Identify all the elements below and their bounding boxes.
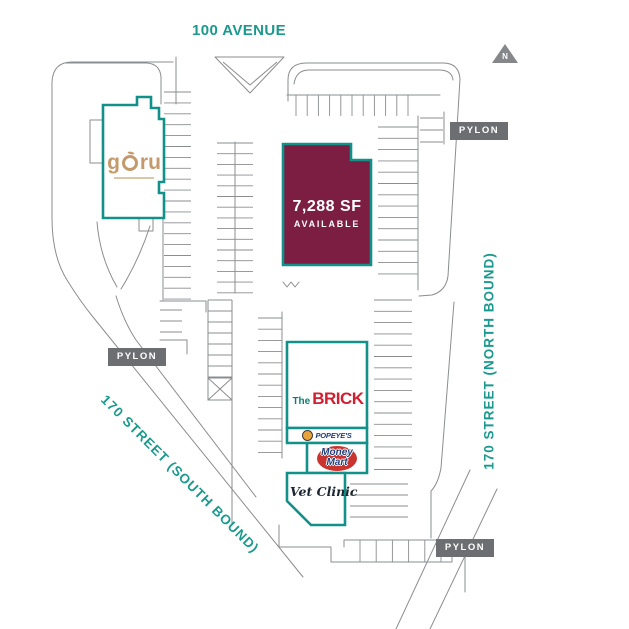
avenue-label: 100 AVENUE [191,22,287,39]
available-area: 7,288 SF [292,198,362,215]
brick-building [285,340,369,430]
available-unit-shape [281,142,373,267]
money-mart-line2: Mart [326,457,348,468]
money-mart-circle-icon [317,446,357,471]
guru-text-ru: ru [139,151,161,174]
pylon-sign-left: PYLON [108,348,166,366]
north-arrow-icon: N [492,44,518,64]
north-letter: N [502,52,508,61]
popeyes-character-icon [302,430,314,441]
guru-logo: g ru [104,149,164,179]
the-brick-logo: The BRICK [289,389,367,409]
parking-stall-lines [160,91,443,562]
median-triangle [214,56,285,94]
money-mart-logo: Money Mart [315,445,359,472]
pylon-sign-right: PYLON [450,122,508,140]
pylon-sign-bottom: PYLON [436,539,494,557]
money-mart-line1: Money [321,447,353,458]
north-triangle [492,44,518,63]
vet-clinic-unit [285,471,347,527]
popeyes-logo: POPEYE'S [294,429,360,442]
guru-text-g: g [107,151,120,174]
guru-tagline-rule [114,177,154,179]
available-unit-label: 7,288 SF AVAILABLE [283,198,371,229]
popeyes-name: POPEYE'S [315,431,352,440]
available-status: AVAILABLE [293,219,361,229]
crossed-box [207,300,233,401]
street-north-bound-label: 170 STREET (NORTH BOUND) [481,252,497,470]
brick-name: BRICK [312,389,364,408]
guru-leaf-icon [121,149,138,171]
brick-prefix: The [292,396,311,407]
vet-clinic-label: Vet Clinic [290,484,358,499]
